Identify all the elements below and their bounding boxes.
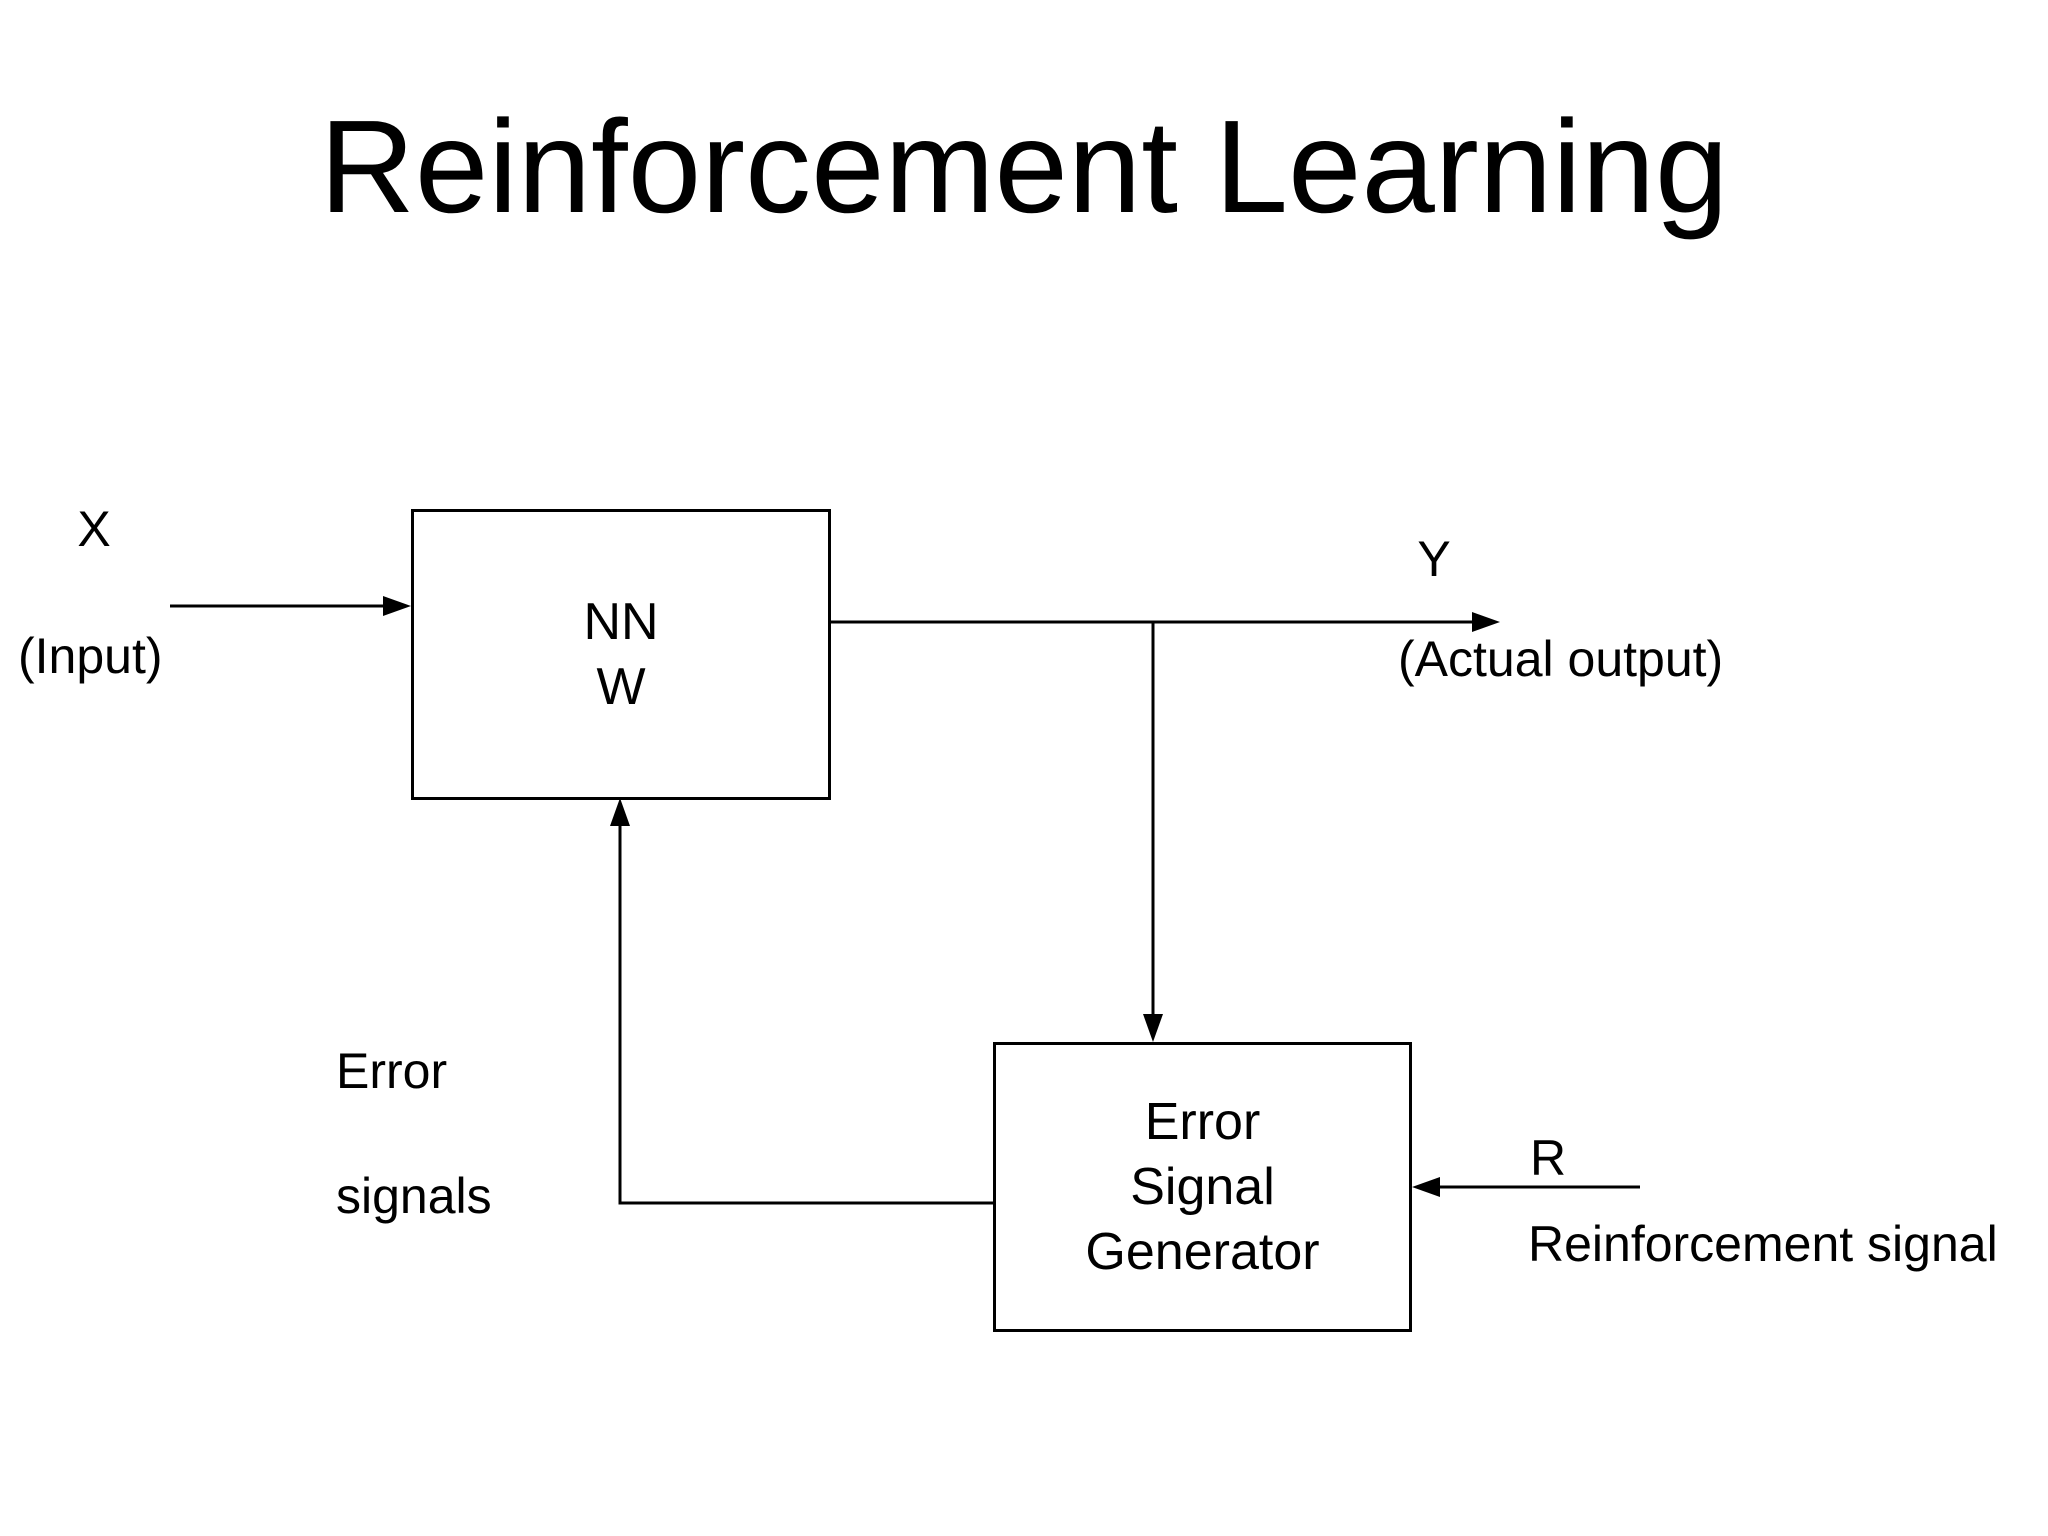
esg-label-line2: Signal: [1130, 1157, 1275, 1216]
feedback-line: [618, 822, 993, 1205]
input-arrowhead-icon: [383, 596, 411, 616]
error-signals-label-line1: Error: [336, 1043, 448, 1099]
branch-down-arrowhead-icon: [1143, 1014, 1163, 1042]
slide-title: Reinforcement Learning: [319, 93, 1729, 240]
nn-label-line2: W: [596, 657, 646, 716]
input-caption-label: (Input): [18, 628, 163, 684]
error-signal-generator-node: Error Signal Generator: [993, 1042, 1412, 1332]
esg-label-line3: Generator: [1085, 1222, 1320, 1281]
nn-label-line1: NN: [583, 592, 659, 651]
input-symbol-label: X: [77, 501, 111, 557]
output-arrowhead-icon: [1472, 612, 1500, 632]
output-caption-label: (Actual output): [1398, 631, 1724, 687]
reinforcement-symbol-label: R: [1529, 1130, 1567, 1186]
error-signals-label-line2: signals: [336, 1168, 492, 1224]
esg-label-line1: Error: [1144, 1092, 1261, 1151]
nn-node: NN W: [411, 509, 831, 800]
reinforcement-caption-label: Reinforcement signal: [1528, 1216, 1998, 1272]
reinforcement-arrowhead-icon: [1412, 1177, 1440, 1197]
feedback-arrowhead-icon: [610, 798, 630, 826]
output-symbol-label: Y: [1417, 531, 1451, 587]
